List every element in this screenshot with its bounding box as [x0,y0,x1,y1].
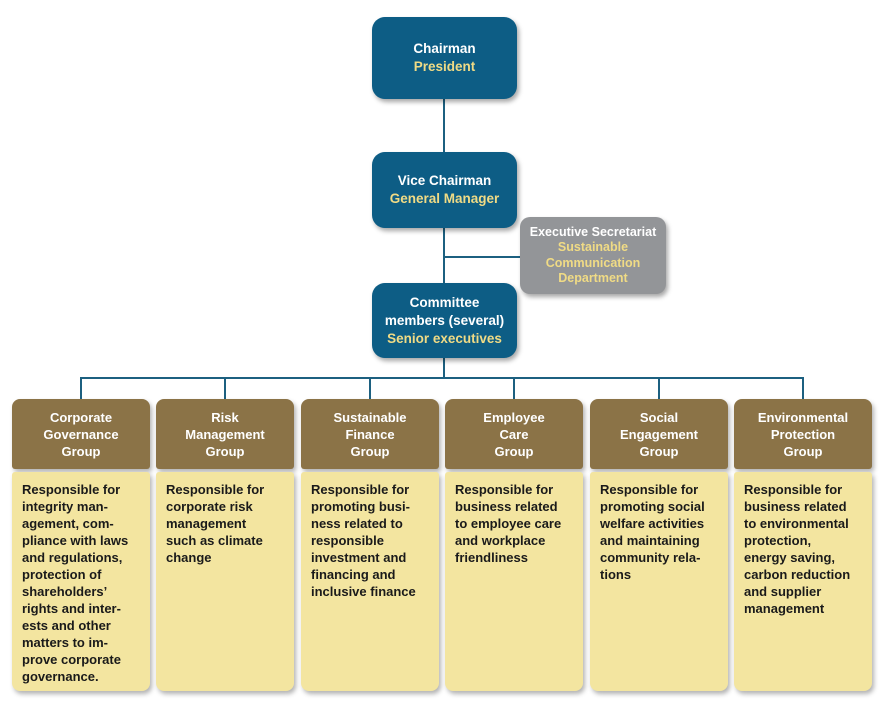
connector-drop-corporate-governance [80,377,82,400]
vice-chairman-subtitle: General Manager [389,191,500,206]
node-executive-secretariat: Executive Secretariat Sustainable Commun… [520,217,666,294]
chairman-subtitle: President [413,59,476,74]
connector-drop-environmental-protection [802,377,804,400]
group-description-environmental-protection: Responsible for business related to envi… [734,472,872,691]
group-header-risk-management: Risk Management Group [156,399,294,469]
chairman-title: Chairman [413,41,476,56]
secretariat-title: Executive Secretariat [529,224,657,239]
connector-committee-spine [443,357,445,378]
secretariat-subtitle: Sustainable Communication Department [545,240,641,285]
group-title: Sustainable Finance Group [333,409,407,459]
committee-subtitle: Senior executives [387,330,502,346]
group-title: Risk Management Group [185,409,265,459]
group-description-corporate-governance: Responsible for integrity man- agement, … [12,472,150,691]
group-title: Employee Care Group [483,409,545,459]
group-header-sustainable-finance: Sustainable Finance Group [301,399,439,469]
group-description-social-engagement: Responsible for promoting social welfare… [590,472,728,691]
group-header-employee-care: Employee Care Group [445,399,583,469]
group-header-social-engagement: Social Engagement Group [590,399,728,469]
group-title: Corporate Governance Group [43,409,119,459]
connector-secretariat-branch [445,256,521,258]
group-title: Environmental Protection Group [757,409,849,459]
committee-title: Committee members (several) [384,294,505,328]
group-description-employee-care: Responsible for business related to empl… [445,472,583,691]
group-description-risk-management: Responsible for corporate risk managemen… [156,472,294,691]
group-header-environmental-protection: Environmental Protection Group [734,399,872,469]
connector-drop-social-engagement [658,377,660,400]
connector-drop-sustainable-finance [369,377,371,400]
node-vice-chairman: Vice Chairman General Manager [372,152,517,228]
connector-vice-committee [443,228,445,283]
connector-chairman-vice [443,99,445,152]
group-description-sustainable-finance: Responsible for promoting busi- ness rel… [301,472,439,691]
node-committee-members: Committee members (several) Senior execu… [372,283,517,358]
group-header-corporate-governance: Corporate Governance Group [12,399,150,469]
vice-chairman-title: Vice Chairman [397,173,492,188]
connector-drop-risk-management [224,377,226,400]
group-title: Social Engagement Group [619,409,698,459]
node-chairman: Chairman President [372,17,517,99]
connector-drop-employee-care [513,377,515,400]
connector-spine [80,377,804,379]
